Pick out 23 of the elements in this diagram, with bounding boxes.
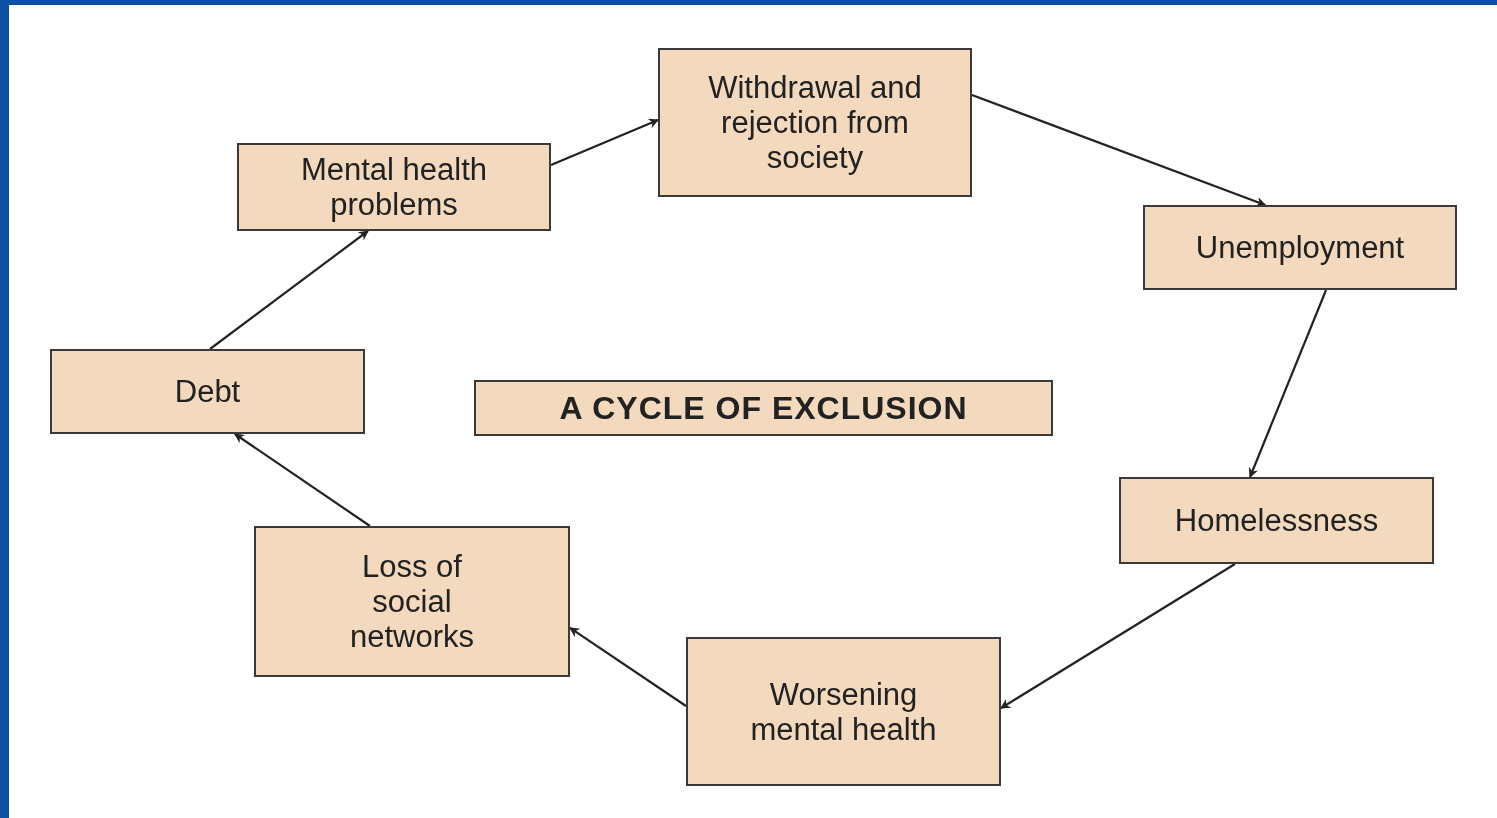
process-box	[50, 349, 365, 434]
process-box	[686, 637, 1001, 786]
box-label: Worsening mental health	[749, 676, 938, 747]
arrow	[1000, 563, 1236, 709]
box-label: Mental health problems	[299, 152, 489, 222]
process-box	[254, 526, 570, 677]
box-label: Loss of social networks	[348, 549, 475, 654]
process-box	[1143, 205, 1457, 290]
box-label: Homelessness	[1173, 503, 1380, 538]
process-box	[658, 48, 972, 197]
title-box	[474, 380, 1053, 436]
box-label: Unemployment	[1194, 230, 1406, 265]
box-label: Debt	[173, 374, 242, 409]
box-label: A CYCLE OF EXCLUSION	[558, 390, 969, 426]
arrow	[1248, 289, 1328, 478]
process-box	[237, 143, 551, 231]
arrow	[971, 93, 1267, 207]
process-box	[1119, 477, 1434, 564]
arrow	[569, 627, 687, 707]
box-label: Withdrawal and rejection from society	[707, 70, 923, 175]
arrow	[550, 118, 659, 166]
arrow	[234, 433, 371, 527]
arrow	[209, 230, 369, 350]
